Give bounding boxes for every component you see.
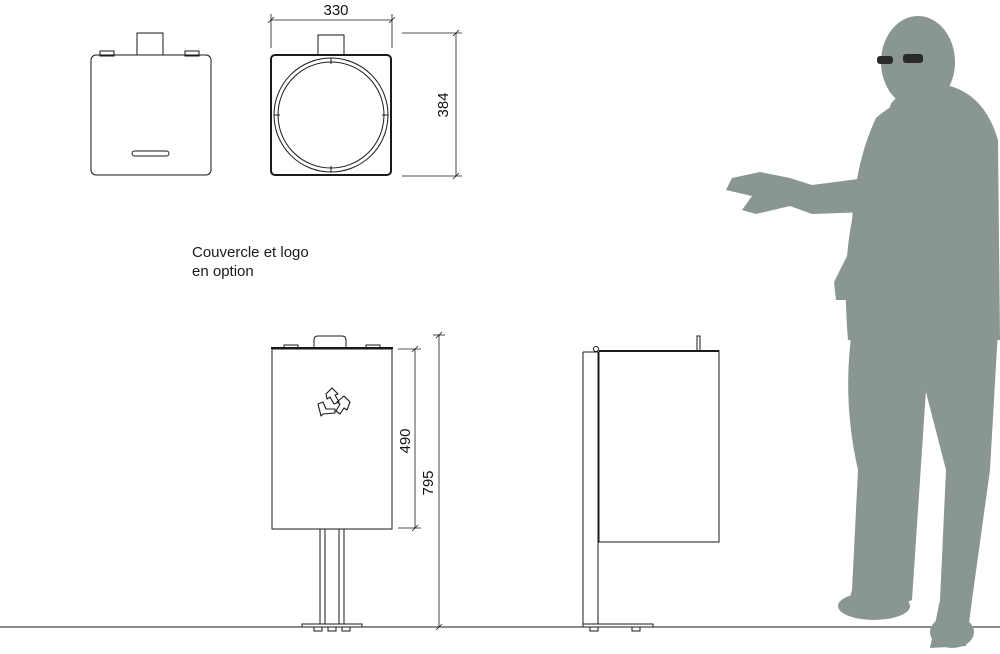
option-caption-line1: Couvercle et logo — [192, 244, 309, 261]
dimension-body-height — [398, 345, 421, 532]
top-view-ring — [270, 34, 392, 176]
dimension-top-depth-label: 384 — [435, 92, 452, 117]
front-elevation-bin — [271, 335, 393, 632]
option-caption-line2: en option — [192, 263, 254, 280]
dimension-top-width-label: 330 — [323, 2, 348, 19]
front-view-lid — [90, 32, 212, 176]
dimension-top-depth — [402, 29, 462, 180]
human-scale-silhouette — [726, 16, 1000, 648]
recycle-icon — [317, 387, 351, 417]
option-caption: Couvercle et logo en option — [192, 243, 309, 281]
glasses-icon — [877, 54, 923, 64]
dimension-total-height — [433, 331, 445, 631]
dimension-body-height-label: 490 — [397, 428, 414, 453]
side-elevation-bin — [582, 335, 720, 632]
dimension-total-height-label: 795 — [420, 470, 437, 495]
dimension-top-width — [267, 14, 396, 48]
